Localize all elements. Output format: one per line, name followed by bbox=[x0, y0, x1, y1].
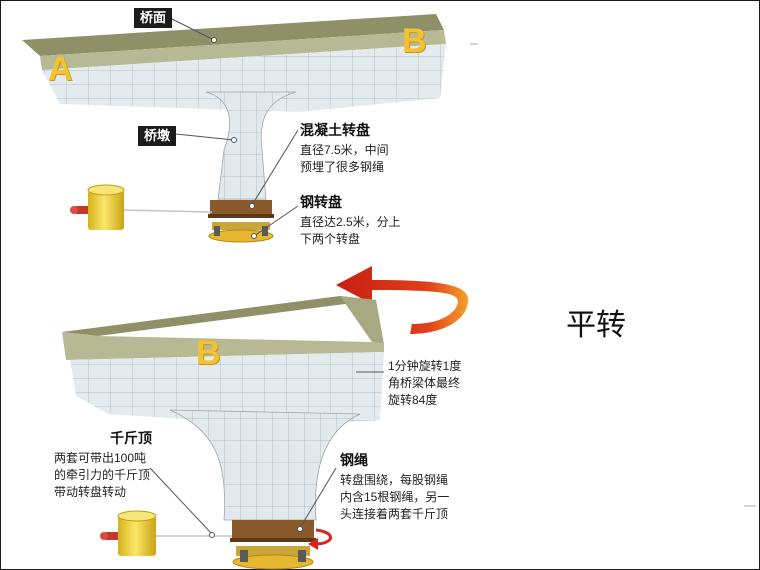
bottom-bridge bbox=[62, 296, 384, 570]
steel-turntable-text: 直径达2.5米，分上 下两个转盘 bbox=[300, 215, 401, 246]
steel-rope-text: 转盘围绕，每股钢绳 内含15根钢绳，另一 头连接着两套千斤顶 bbox=[340, 473, 450, 521]
bottom-girder bbox=[70, 352, 384, 426]
concrete-turntable-title: 混凝土转盘 bbox=[300, 122, 370, 138]
top-steel-turntable bbox=[212, 222, 270, 230]
top-bridge bbox=[22, 14, 446, 243]
steel-rope-title: 钢绳 bbox=[340, 452, 368, 468]
bottom-concrete-turntable bbox=[232, 520, 314, 542]
deck-label: 桥面 bbox=[134, 8, 173, 28]
rotation-arrow-icon bbox=[336, 266, 469, 334]
top-concrete-turntable bbox=[210, 200, 272, 218]
jack-text: 两套可带出100吨 的牵引力的千斤顶 带动转盘转动 bbox=[54, 451, 151, 499]
bottom-pier bbox=[169, 409, 361, 521]
top-pier bbox=[205, 91, 297, 201]
bottom-deck-surface bbox=[62, 296, 376, 336]
bottom-steel-turntable bbox=[236, 546, 310, 556]
top-jack-icon bbox=[70, 184, 213, 230]
main-title: 平转 bbox=[566, 308, 626, 343]
top-deck-surface bbox=[22, 14, 444, 56]
bottom-jack-icon bbox=[100, 510, 232, 556]
steel-turntable-title: 钢转盘 bbox=[300, 194, 342, 210]
top-letter-b: B bbox=[402, 22, 427, 60]
concrete-turntable-text: 直径7.5米，中间 预埋了很多钢绳 bbox=[300, 143, 389, 174]
top-girder bbox=[42, 44, 446, 112]
jack-title: 千斤顶 bbox=[110, 430, 152, 446]
top-letter-a: A bbox=[48, 50, 73, 88]
rotation-text: 1分钟旋转1度 角桥梁体最终 旋转84度 bbox=[388, 359, 462, 407]
pier-label: 桥墩 bbox=[138, 126, 177, 146]
bottom-letter-b: B bbox=[196, 334, 221, 372]
top-deck-front bbox=[40, 30, 446, 70]
bottom-deck-front bbox=[62, 332, 384, 360]
